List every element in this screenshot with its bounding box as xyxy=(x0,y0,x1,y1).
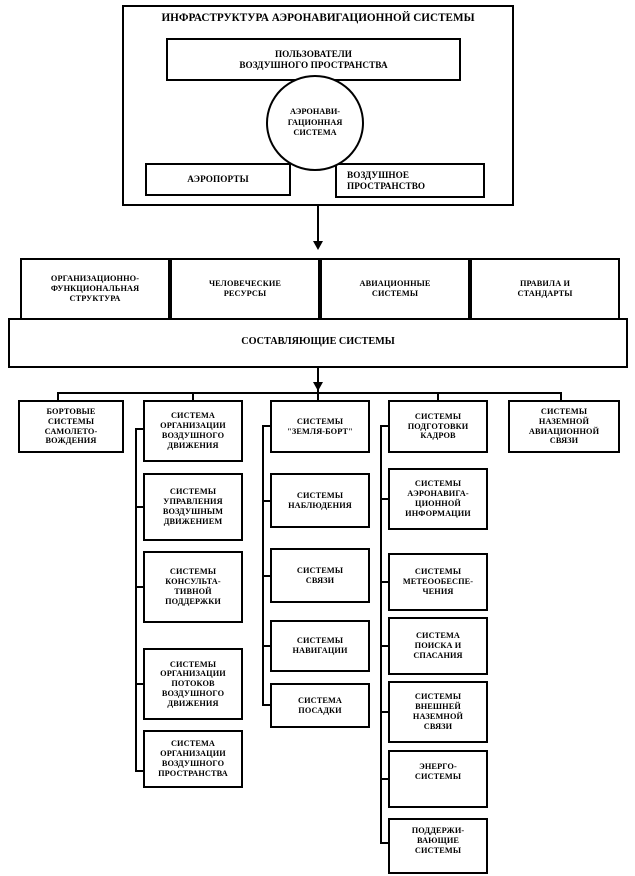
column-3-bus xyxy=(380,425,382,843)
column-3-child-4-label: ЭНЕРГО-СИСТЕМЫ xyxy=(414,762,462,781)
components-band-label: СОСТАВЛЯЮЩИЕ СИСТЕМЫ xyxy=(241,336,395,347)
column-2-stub-0 xyxy=(262,500,272,502)
column-3-stub-head xyxy=(380,425,390,427)
column-2-bus xyxy=(262,425,264,705)
column-2-stub-2 xyxy=(262,645,272,647)
column-1-bus xyxy=(135,428,137,772)
connector-band-to-bus xyxy=(317,368,319,392)
column-3-stub-1 xyxy=(380,581,390,583)
diagram-title: ИНФРАСТРУКТУРА АЭРОНАВИГАЦИОННОЙ СИСТЕМЫ xyxy=(161,12,475,24)
column-1-stub-0 xyxy=(135,506,145,508)
column-1-stub-1 xyxy=(135,586,145,588)
airports-box-label: АЭРОПОРТЫ xyxy=(187,174,249,185)
column-2-head-label: СИСТЕМЫ"ЗЕМЛЯ-БОРТ" xyxy=(287,416,353,436)
arrowhead-band-to-bus xyxy=(313,382,323,391)
bus-drop-col-2 xyxy=(317,392,319,402)
arrowhead-top-to-components xyxy=(313,241,323,250)
distribution-bus xyxy=(57,392,562,394)
column-3-stub-0 xyxy=(380,498,390,500)
bus-drop-col-1 xyxy=(192,392,194,402)
column-3-child-4: ЭНЕРГО-СИСТЕМЫ xyxy=(388,750,488,808)
column-3-stub-3 xyxy=(380,711,390,713)
column-2-stub-3 xyxy=(262,704,272,706)
connector-top-to-components xyxy=(317,206,319,244)
bus-drop-col-4 xyxy=(560,392,562,402)
column-1-stub-3 xyxy=(135,770,145,772)
column-2-stub-1 xyxy=(262,575,272,577)
column-1-stub-head xyxy=(135,428,145,430)
column-2-head: СИСТЕМЫ"ЗЕМЛЯ-БОРТ" xyxy=(270,400,370,453)
bus-drop-col-0 xyxy=(57,392,59,402)
column-3-stub-5 xyxy=(380,842,390,844)
column-3-stub-4 xyxy=(380,778,390,780)
column-3-stub-2 xyxy=(380,645,390,647)
column-2-stub-head xyxy=(262,425,272,427)
bus-drop-col-3 xyxy=(437,392,439,402)
column-1-stub-2 xyxy=(135,683,145,685)
airports-box: АЭРОПОРТЫ xyxy=(145,163,291,196)
